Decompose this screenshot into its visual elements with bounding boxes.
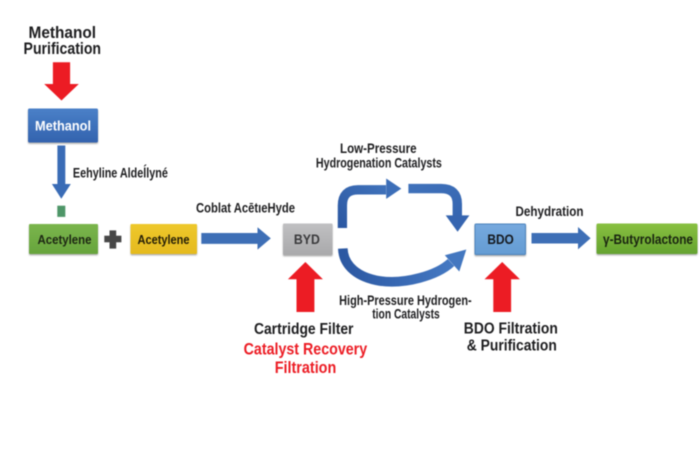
svg-text:Methanol: Methanol — [35, 117, 91, 133]
svg-text:Coblat AcētıeHyde: Coblat AcētıeHyde — [196, 199, 295, 215]
svg-text:Filtration: Filtration — [275, 359, 337, 377]
svg-text:Acetylene: Acetylene — [138, 232, 190, 247]
svg-text:Catalyst Recovery: Catalyst Recovery — [244, 341, 368, 359]
svg-text:BDO: BDO — [487, 231, 514, 247]
svg-text:γ-Butyrolactone: γ-Butyrolactone — [603, 231, 693, 247]
svg-text:BYD: BYD — [294, 231, 320, 247]
svg-text:BDO Filtration: BDO Filtration — [464, 321, 558, 338]
svg-text:Methanol: Methanol — [29, 23, 97, 42]
svg-text:Hydrogenation Catalysts: Hydrogenation Catalysts — [316, 155, 442, 171]
svg-text:Cartridge Filter: Cartridge Filter — [254, 321, 354, 338]
svg-text:Acetylene: Acetylene — [38, 232, 92, 247]
svg-text:High-Pressure Hydrogen-: High-Pressure Hydrogen- — [339, 292, 472, 308]
svg-text:Dehydration: Dehydration — [516, 203, 584, 219]
svg-text:Low-Pressure: Low-Pressure — [340, 140, 417, 156]
svg-text:tion Catalysts: tion Catalysts — [372, 306, 440, 322]
svg-text:Eehyline Aldeĺlyné: Eehyline Aldeĺlyné — [73, 163, 168, 180]
svg-text:& Purification: & Purification — [467, 338, 557, 355]
svg-text:Purification: Purification — [24, 39, 102, 58]
